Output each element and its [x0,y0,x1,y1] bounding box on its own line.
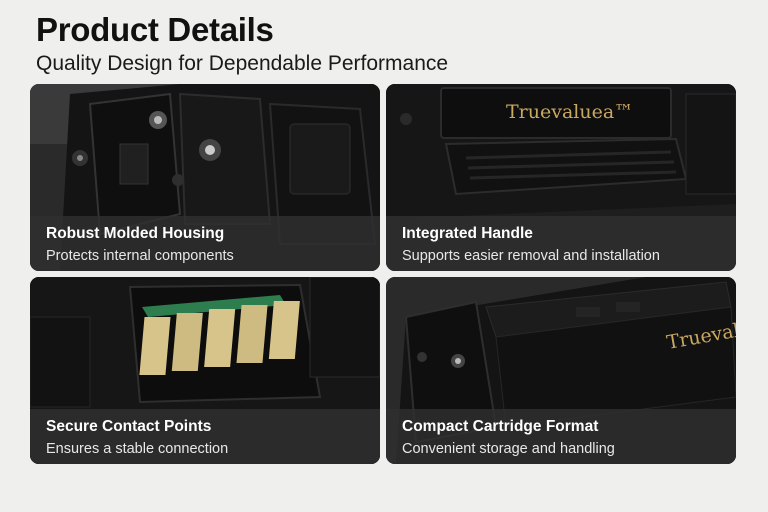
feature-card-handle: Truevaluea™ Integrated Handle Supports e… [386,84,736,271]
feature-description: Convenient storage and handling [402,441,615,457]
page-subtitle: Quality Design for Dependable Performanc… [36,52,449,75]
brand-logo: Truevaluea™ [506,101,633,123]
page-title: Product Details [36,11,274,48]
feature-card-contacts: Secure Contact Points Ensures a stable c… [30,277,380,464]
feature-grid: Robust Molded Housing Protects internal … [30,84,740,467]
feature-title: Secure Contact Points [46,418,212,435]
contact-pads [139,295,300,375]
feature-caption: Robust Molded Housing Protects internal … [30,216,380,271]
feature-description: Protects internal components [46,248,234,264]
feature-caption: Secure Contact Points Ensures a stable c… [30,409,380,464]
page-header: Product Details Quality Design for Depen… [36,10,448,78]
feature-card-housing: Robust Molded Housing Protects internal … [30,84,380,271]
feature-caption: Integrated Handle Supports easier remova… [386,216,736,271]
feature-card-compact: Truevaluea Compact Cartridge Format Conv… [386,277,736,464]
feature-description: Ensures a stable connection [46,441,229,457]
feature-title: Compact Cartridge Format [402,418,599,435]
feature-title: Integrated Handle [402,225,533,242]
feature-description: Supports easier removal and installation [402,248,660,264]
feature-title: Robust Molded Housing [46,225,225,242]
feature-caption: Compact Cartridge Format Convenient stor… [386,409,736,464]
